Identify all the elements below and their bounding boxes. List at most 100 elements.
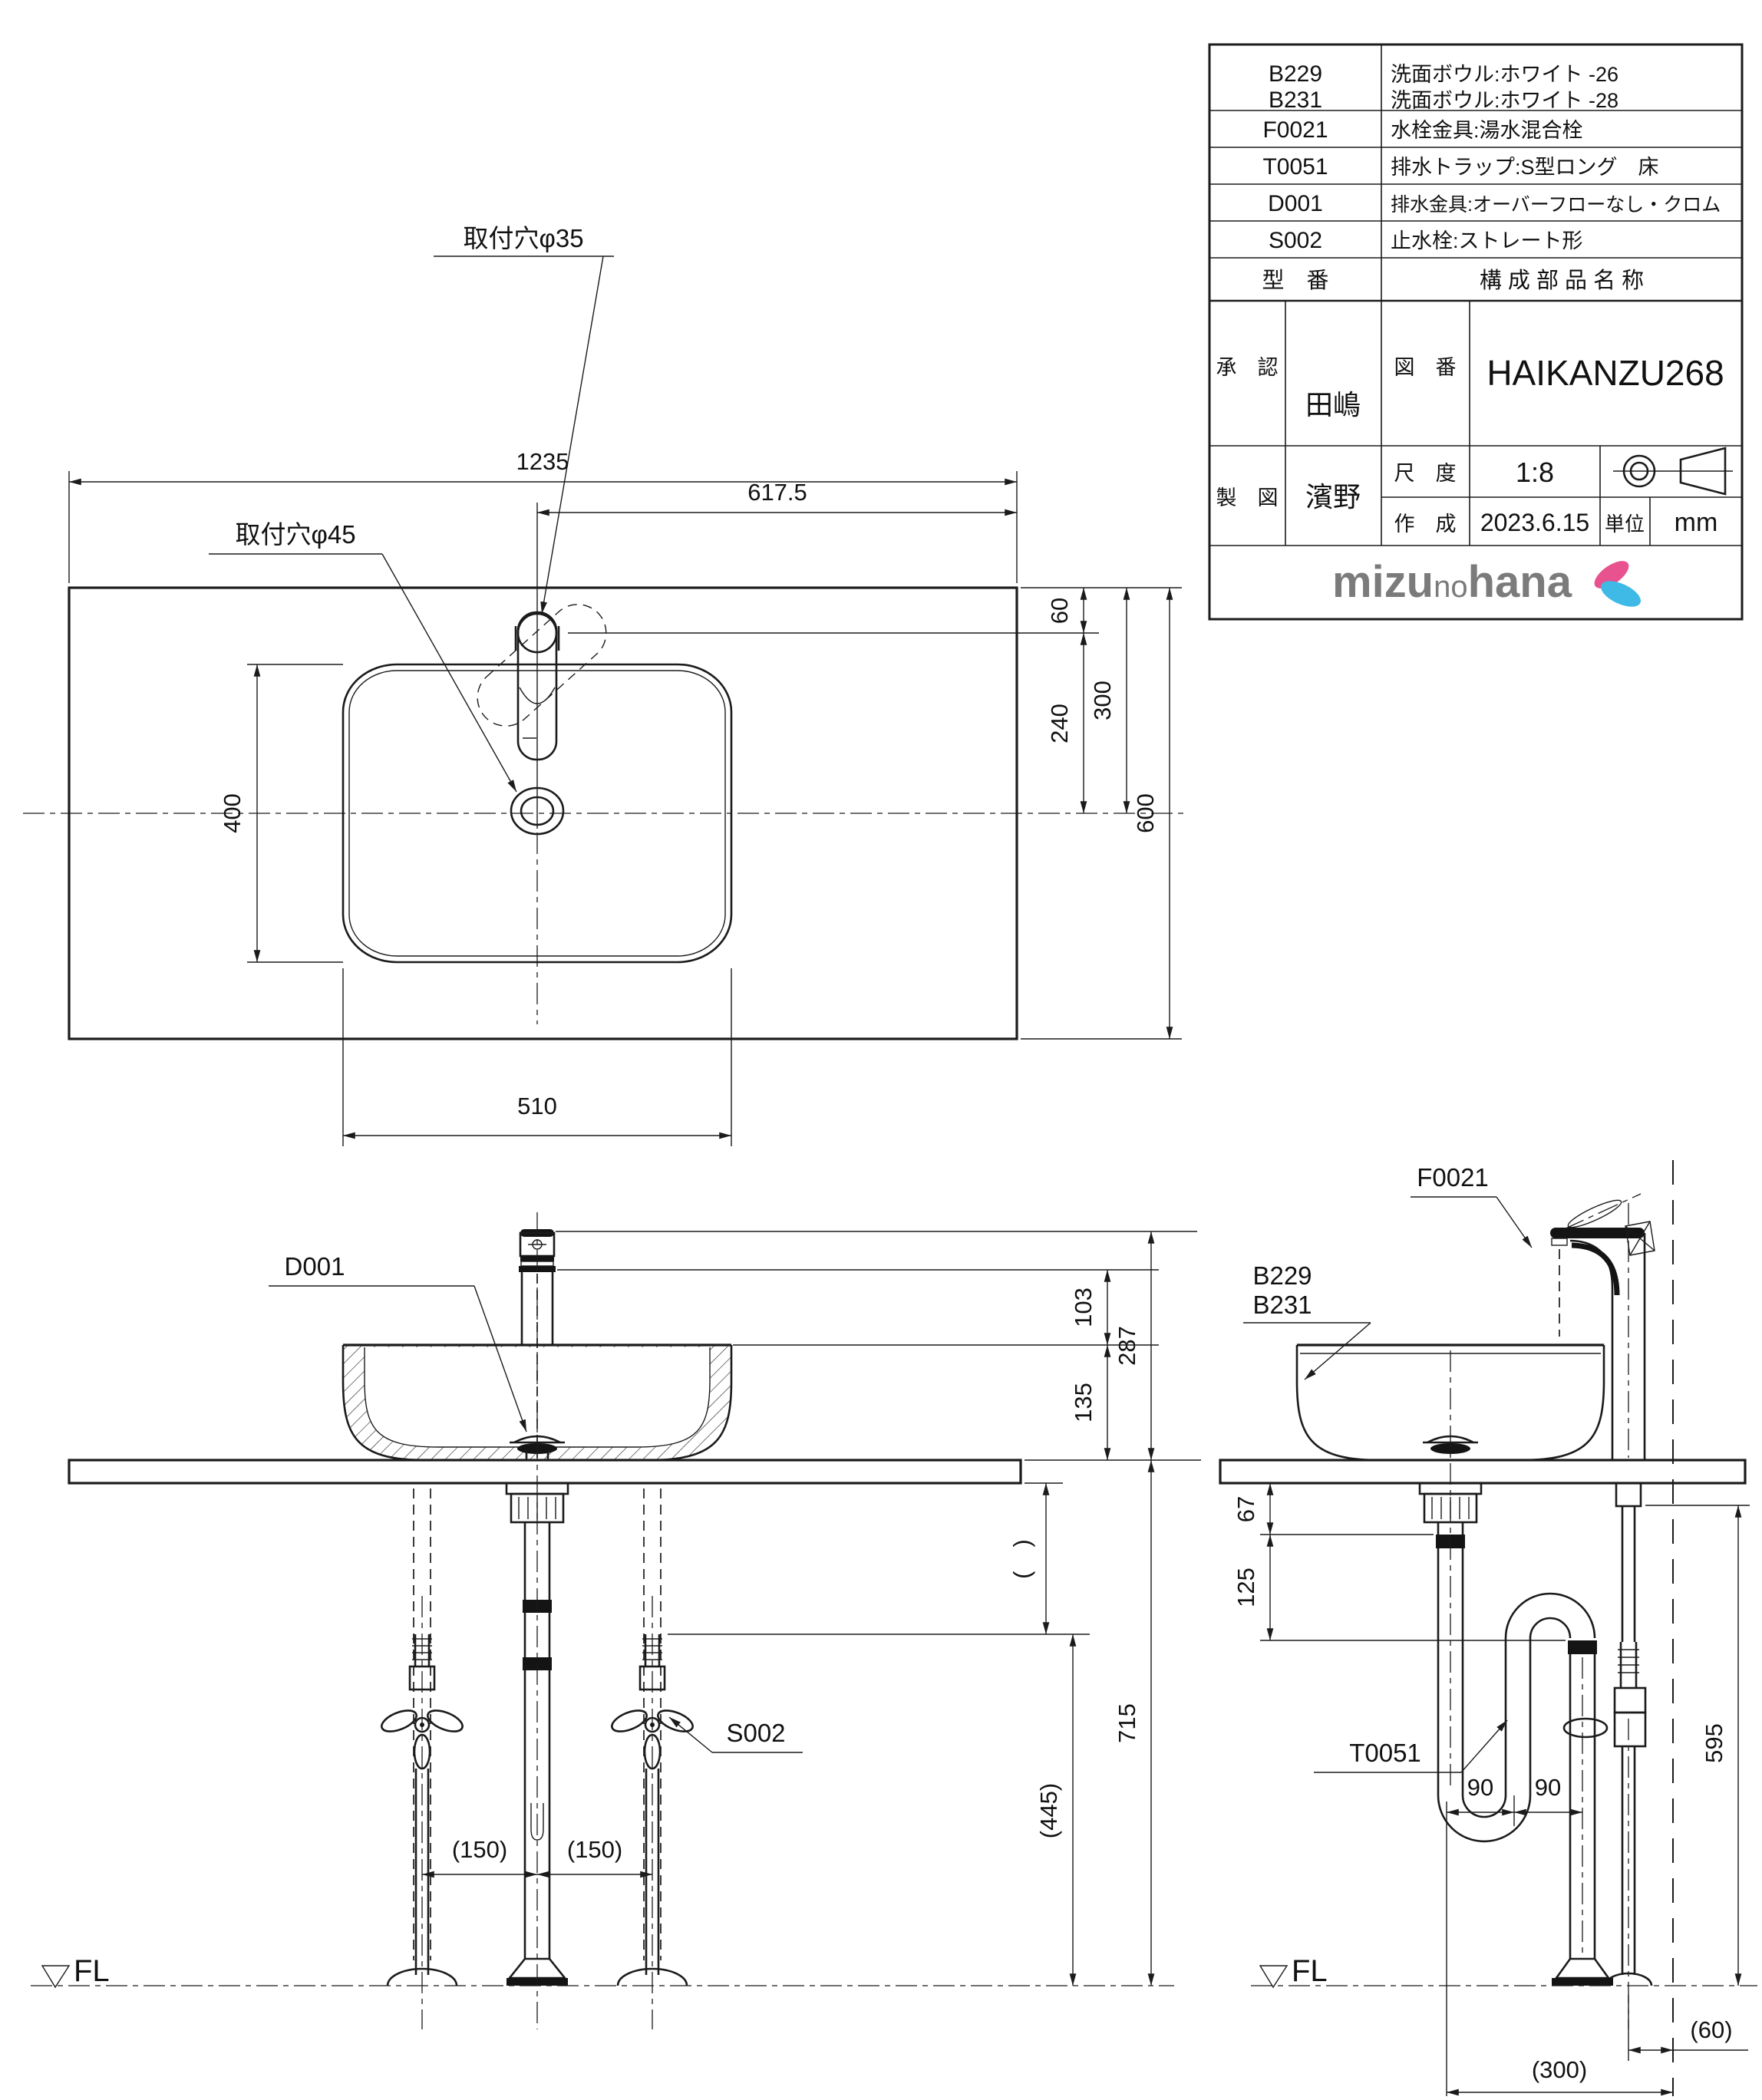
floor-flare (1554, 1957, 1611, 1980)
leader (1496, 1196, 1533, 1248)
dim-1235-text: 1235 (516, 448, 569, 475)
valve-body (1613, 1711, 1647, 1748)
dim-60-text: 60 (1046, 598, 1073, 624)
dim-510-text: 510 (517, 1093, 557, 1119)
fl-triangle (1259, 1965, 1289, 1989)
dim-595: 595 (1645, 1505, 1750, 1986)
floor-flare-base (1552, 1978, 1613, 1986)
dim-blank-text: ( ) (1008, 1539, 1035, 1579)
body-left-curve (1569, 1239, 1614, 1460)
title-block: B229 B231 洗面ボウル:ホワイト -26 洗面ボウル:ホワイト -28 … (1208, 43, 1744, 621)
symbol-cone (1679, 447, 1727, 496)
spout-arm (1550, 1228, 1645, 1238)
brand-logo: mizunohana (1332, 557, 1641, 607)
stop-valve-left (381, 1488, 464, 2029)
logo-petal-pink-icon (1594, 561, 1629, 588)
f0021-label: F0021 (1417, 1163, 1489, 1192)
dim-240-text: 240 (1046, 704, 1073, 743)
dim-445-text: (445) (1035, 1783, 1062, 1838)
s-trap (1418, 1350, 1613, 1986)
valve-handle-side (1562, 1717, 1609, 1739)
escutcheon (616, 1967, 688, 1986)
lever (1567, 1199, 1622, 1228)
valve-nut (1613, 1686, 1647, 1714)
parts-list: B229 B231 洗面ボウル:ホワイト -26 洗面ボウル:ホワイト -28 … (1262, 61, 1721, 293)
approval-block: 承 認 田嶋 図 番 HAIKANZU268 製 図 濱野 尺 度 1:8 作 … (1216, 353, 1733, 537)
dwg-no-label: 図 番 (1394, 356, 1457, 379)
dim-150r-text: (150) (567, 1836, 622, 1863)
part-code-b229: B229 (1269, 61, 1322, 87)
dim-60: (60) (1628, 1995, 1748, 2061)
slip-band2 (1568, 1640, 1597, 1654)
dim-60p-text: (60) (1690, 2016, 1732, 2043)
stop-valve-right (611, 1488, 694, 2029)
part-name-f0021: 水栓金具:湯水混合栓 (1391, 119, 1583, 142)
dim-300p-text: (300) (1532, 2056, 1587, 2083)
leader (473, 1285, 527, 1432)
symbol-circle-outer (1622, 454, 1656, 488)
faucet-spout-plan (516, 611, 558, 761)
dim-103-text: 103 (1070, 1287, 1097, 1327)
counter-slab-side (1219, 1459, 1747, 1485)
dim-287: 287 (1114, 1231, 1155, 1460)
dwg-no-value: HAIKANZU268 (1486, 353, 1724, 393)
handle-lobe-right (427, 1709, 464, 1732)
arch-inner (1529, 1617, 1572, 1639)
dim-90b-text: 90 (1535, 1774, 1561, 1801)
b231-label: B231 (1252, 1291, 1312, 1319)
hole45-callout: 取付穴φ45 (209, 520, 517, 793)
leader (1460, 1719, 1508, 1773)
handle-lobe-left (611, 1709, 648, 1732)
dim-103: 103 (1070, 1270, 1111, 1345)
side-view: B229 B231 F0021 T0051 67 125 (1219, 1160, 1757, 2096)
logo-petal-blue-icon (1601, 581, 1641, 607)
fl-triangle (41, 1965, 71, 1989)
dim-445: (445) (1035, 1634, 1077, 1986)
basin-side-outline (1295, 1345, 1605, 1462)
handle-lobe-bottom (643, 1733, 662, 1770)
basin-plan-inner (348, 670, 726, 957)
u-bend-inner (1461, 1795, 1507, 1818)
header-code-col: 型 番 (1262, 268, 1328, 293)
t0051-callout: T0051 (1314, 1719, 1508, 1773)
draft-label: 製 図 (1216, 486, 1279, 509)
part-name-b229: 洗面ボウル:ホワイト -26 (1391, 63, 1618, 86)
s002-callout: S002 (668, 1716, 803, 1753)
created-value: 2023.6.15 (1480, 509, 1589, 536)
faucet-side (1550, 1193, 1655, 1460)
dim-150-pair: (150) (150) (422, 1836, 652, 1878)
dim-67-text: 67 (1232, 1496, 1259, 1522)
leader (1304, 1322, 1371, 1380)
approval-label: 承 認 (1216, 356, 1279, 379)
b229-b231-callout: B229 B231 (1243, 1261, 1371, 1380)
fl-marker-front: FL (41, 1954, 110, 1989)
dim-150l-text: (150) (452, 1836, 507, 1863)
escutcheon (386, 1967, 458, 1986)
handle-lobe-left (381, 1709, 417, 1732)
dim-715: 715 (1114, 1460, 1155, 1986)
dim-617-5: 617.5 (537, 479, 1017, 516)
inner-tube-end (530, 1803, 544, 1841)
dim-67: 67 (1232, 1483, 1434, 1535)
title-block-border (1208, 43, 1744, 621)
dim-blank: ( ) (1008, 1483, 1050, 1634)
dim-300-text: 300 (1089, 681, 1116, 720)
dim-617-5-text: 617.5 (747, 479, 807, 506)
part-code-b231: B231 (1269, 87, 1322, 113)
part-code-f0021: F0021 (1262, 117, 1328, 143)
f0021-callout: F0021 (1411, 1163, 1533, 1248)
dim-135: 135 (1070, 1345, 1111, 1460)
part-name-s002: 止水栓:ストレート形 (1391, 229, 1583, 252)
drain-tail (505, 1212, 569, 2029)
part-code-t0051: T0051 (1262, 154, 1328, 180)
d001-label: D001 (285, 1252, 345, 1281)
basin-section-outer (342, 1345, 733, 1462)
aerator (1551, 1238, 1568, 1246)
dim-287-text: 287 (1114, 1326, 1140, 1366)
handle-lobe-bottom (413, 1733, 431, 1770)
projection-symbol-icon (1613, 447, 1733, 496)
part-name-d001: 排水金具:オーバーフローなし・クロム (1391, 194, 1721, 216)
s002-label: S002 (726, 1719, 785, 1747)
lever-centerline (1563, 1193, 1642, 1230)
